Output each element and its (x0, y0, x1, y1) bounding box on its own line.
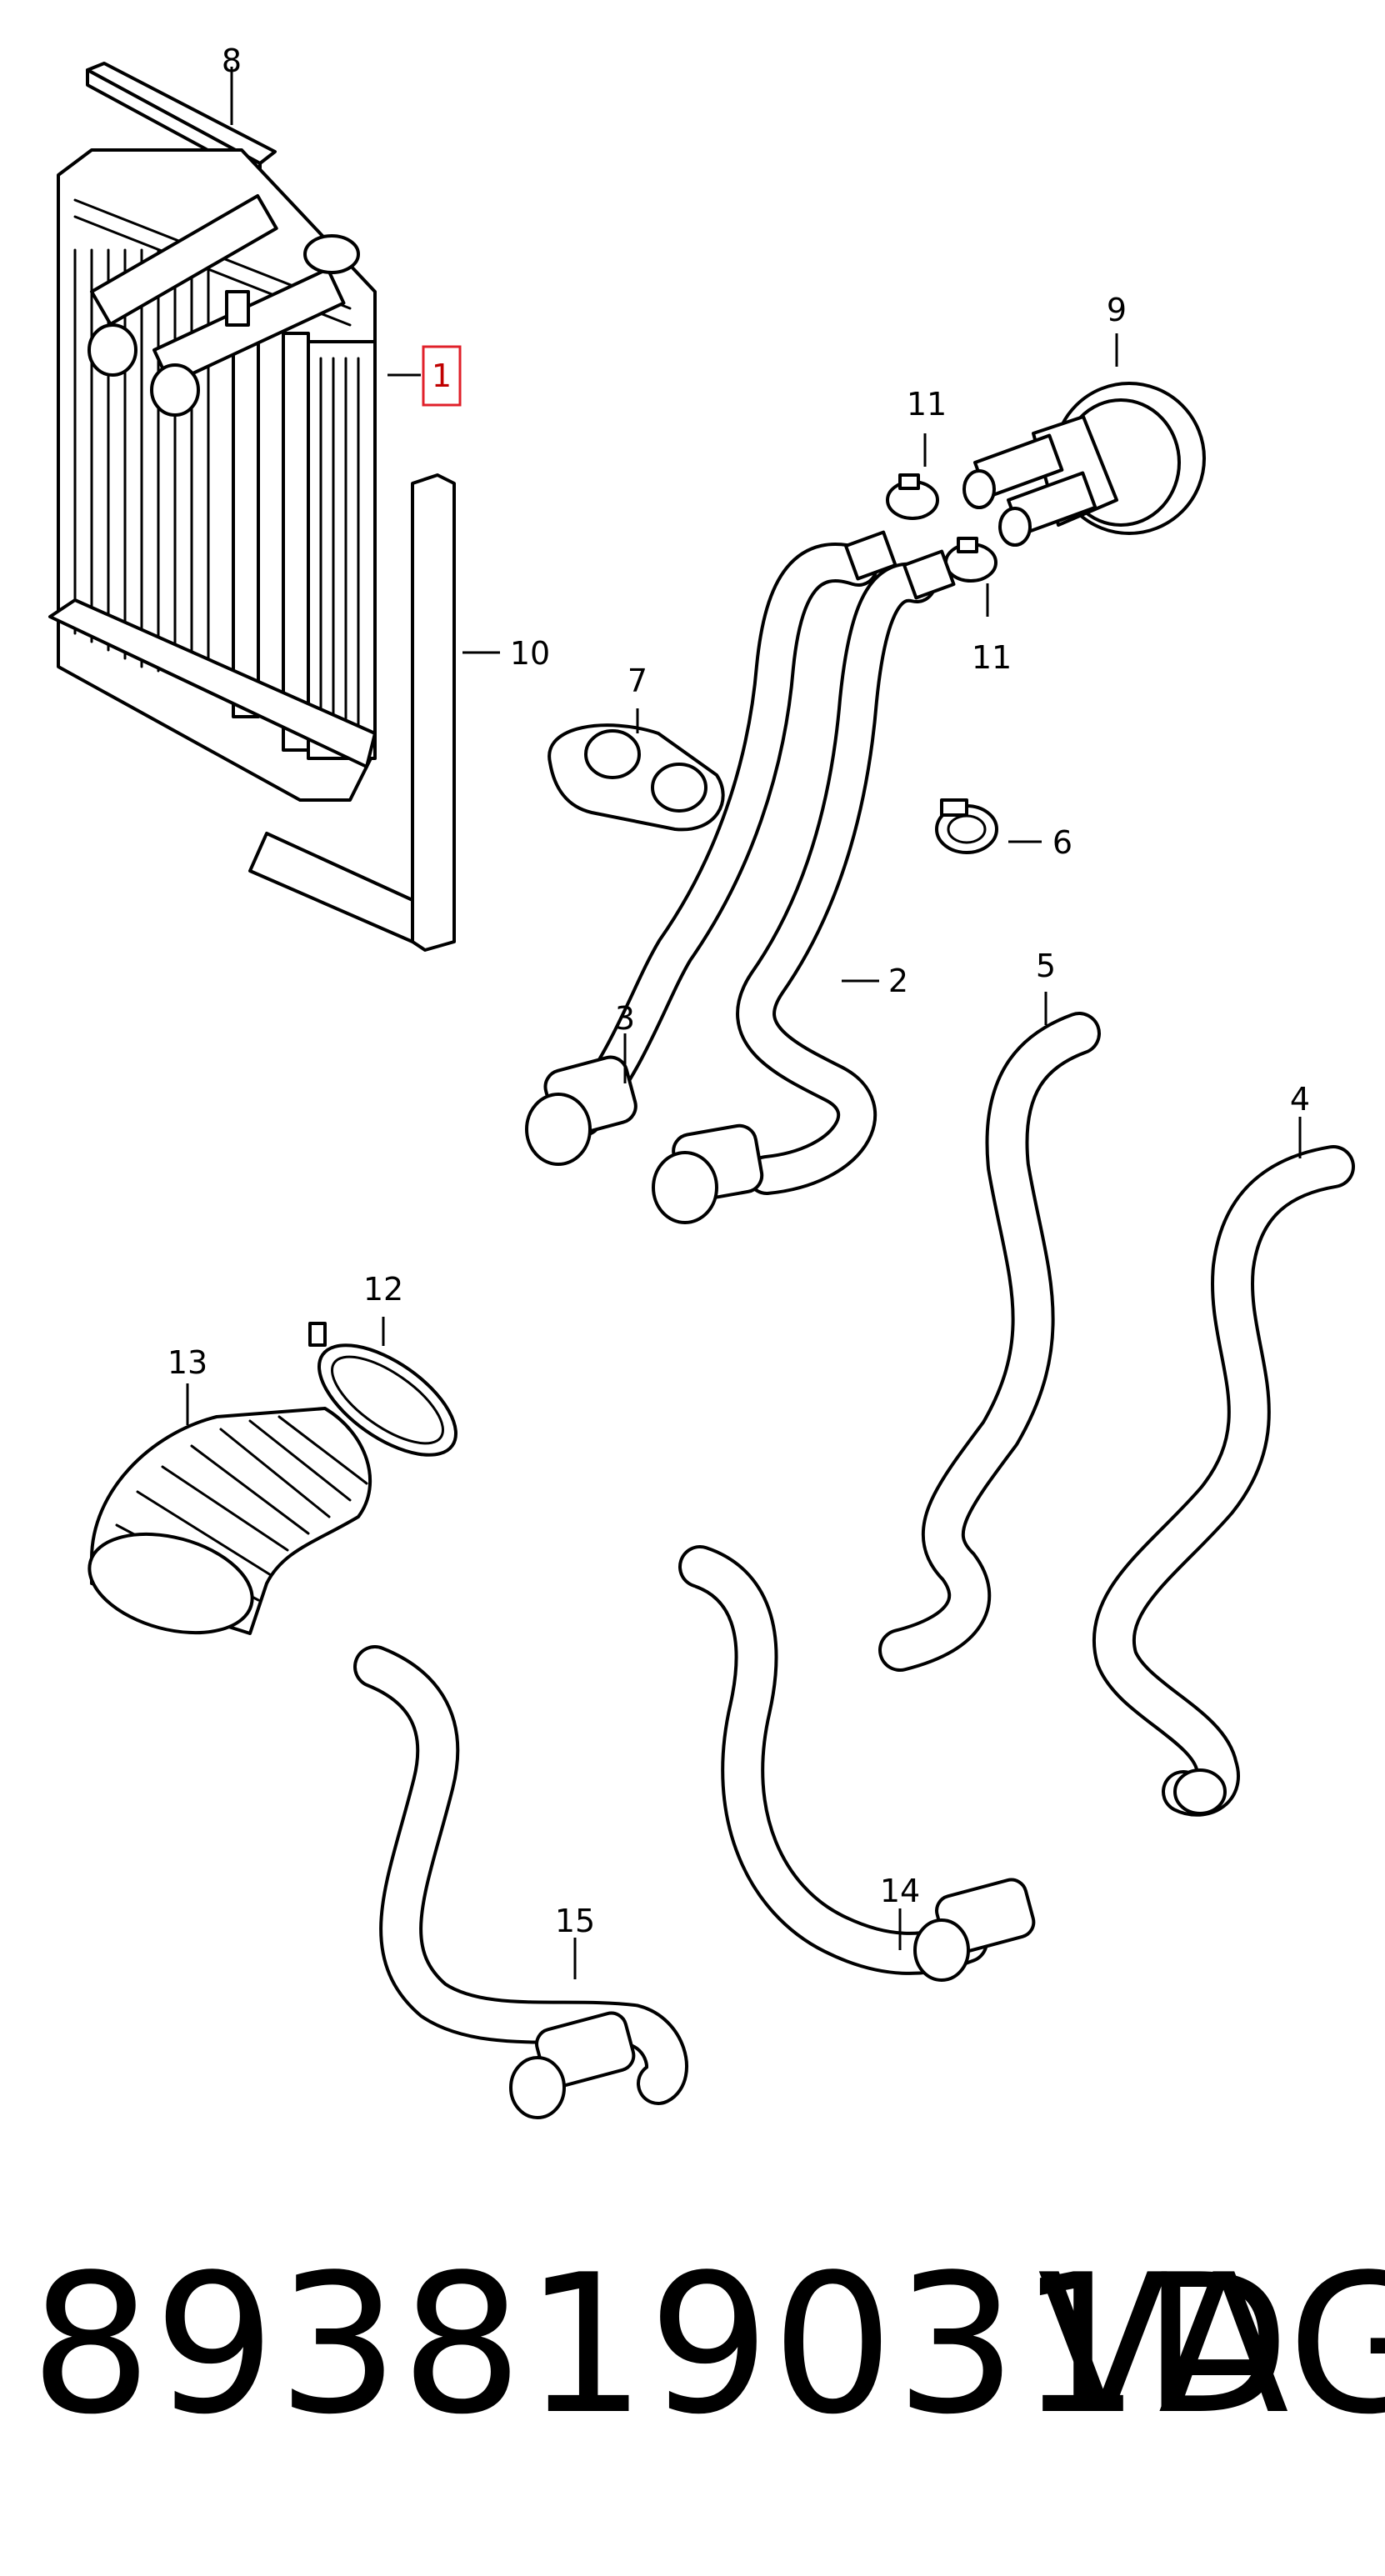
part-13-duct (88, 1407, 372, 1635)
callout-4: 4 (1290, 1081, 1310, 1118)
part-1-heater-core (48, 148, 377, 802)
callout-10: 10 (510, 635, 550, 672)
part-9-valve (962, 382, 1206, 547)
callout-9: 9 (1107, 292, 1127, 328)
part-11-clamp-upper (886, 473, 939, 520)
part-10-gasket-frame (248, 473, 456, 952)
part-7-grommet (548, 723, 725, 832)
brand-caption: VAG (1038, 2234, 1385, 2457)
callout-1: 1 (432, 358, 452, 394)
part-12-seal (308, 1322, 458, 1457)
callout-6: 6 (1052, 824, 1072, 861)
part-2-hose (652, 549, 956, 1224)
parts-diagram: 1 2 3 4 5 6 7 8 9 10 11 11 12 13 14 15 (48, 43, 1355, 2119)
callout-5: 5 (1036, 948, 1056, 984)
part-number-caption: 893819031D (30, 2234, 1292, 2457)
callout-3: 3 (615, 1000, 635, 1037)
leader-lines (186, 67, 1302, 1979)
part-14-hose (678, 1545, 1036, 1982)
part-6-clamp (935, 798, 998, 854)
part-3-hose (525, 530, 898, 1166)
part-15-hose (353, 1645, 688, 2119)
part-4-hose (1092, 1145, 1355, 1817)
callout-7: 7 (628, 663, 648, 699)
callout-13: 13 (168, 1344, 208, 1381)
callout-14: 14 (880, 1873, 920, 1909)
callout-8: 8 (222, 43, 242, 79)
callout-1-highlight-box (422, 345, 462, 407)
callout-11-lower: 11 (972, 639, 1012, 676)
part-5-hose (878, 1012, 1101, 1672)
callout-2: 2 (888, 963, 908, 999)
callout-12: 12 (363, 1271, 403, 1308)
callout-15: 15 (555, 1903, 595, 1939)
callout-11-upper: 11 (907, 386, 947, 423)
part-11-clamp-lower (944, 537, 998, 583)
